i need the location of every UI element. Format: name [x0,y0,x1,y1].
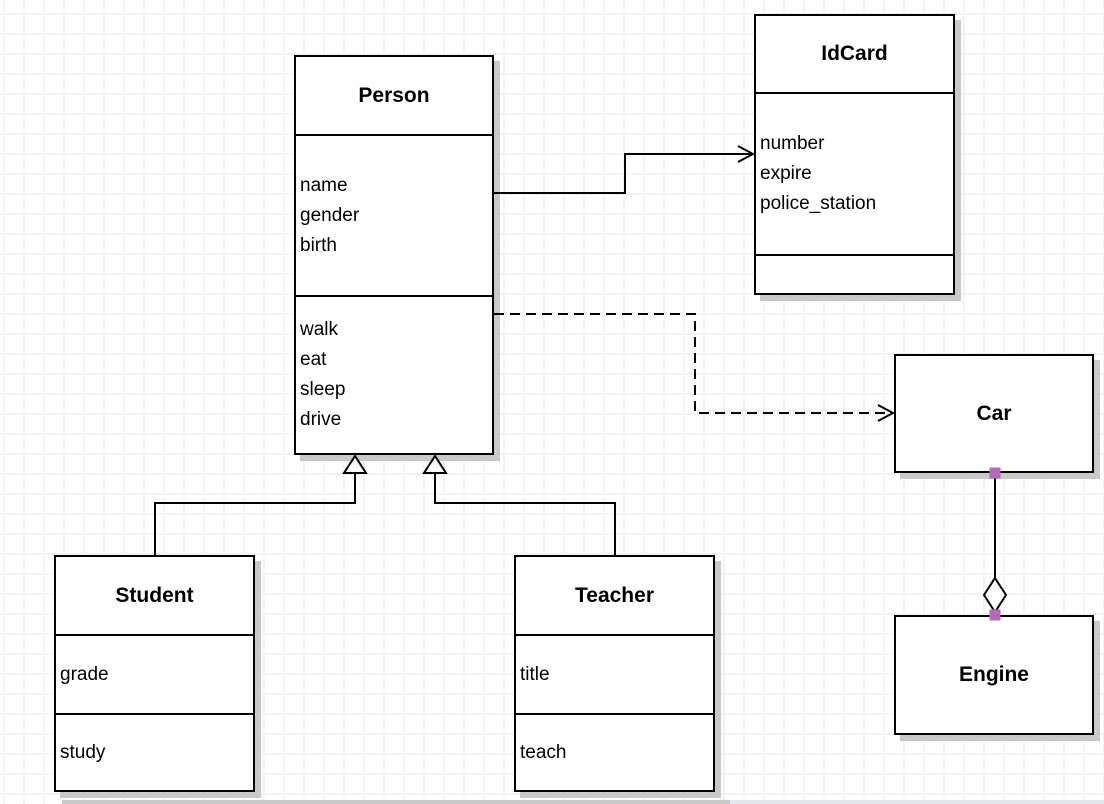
method: walk [300,319,339,340]
class-teacher-attributes: title [516,634,713,713]
open-arrow-icon [737,145,756,163]
class-engine-title: Engine [958,663,1029,686]
connector-aggregation-car-engine[interactable] [982,467,1008,621]
class-teacher-methods: teach [516,713,713,790]
class-person[interactable]: Person name gender birth walk eat sleep … [294,55,494,455]
class-teacher-title: Teacher [575,583,654,607]
class-student-attributes: grade [56,634,253,713]
class-idcard[interactable]: IdCard number expire police_station [754,14,955,295]
class-student-methods: study [56,713,253,790]
class-student-title: Student [115,583,194,607]
attribute: title [520,663,550,685]
connector-generalization-student-person[interactable] [154,454,368,555]
attribute: police_station [760,193,877,214]
method: eat [300,349,327,370]
method: teach [520,741,567,763]
attribute: expire [760,163,812,184]
connector-dependency-person-car[interactable] [494,313,896,422]
open-arrow-icon [877,404,896,422]
class-teacher[interactable]: Teacher title teach [514,555,715,792]
class-idcard-attributes: number expire police_station [756,92,953,254]
class-car-title: Car [976,401,1012,425]
class-person-methods: walk eat sleep drive [296,295,492,453]
class-person-attributes: name gender birth [296,134,492,295]
class-idcard-methods [756,254,953,293]
attribute: birth [300,234,337,256]
connector-association-person-idcard[interactable] [494,145,756,194]
hollow-diamond-icon [982,576,1008,614]
endpoint-handle[interactable] [989,467,1001,479]
hollow-triangle-icon [422,454,448,474]
class-person-title: Person [358,83,430,107]
bottom-shadow-strip [62,800,730,804]
endpoint-handle[interactable] [989,609,1001,621]
attribute: gender [300,204,360,226]
attribute: number [760,133,825,154]
class-engine[interactable]: Engine [894,615,1094,735]
method: sleep [300,379,346,400]
attribute: name [300,174,348,196]
attribute: grade [60,663,109,685]
class-idcard-title: IdCard [821,42,888,65]
bottom-edge-strip [730,800,1104,804]
connector-generalization-teacher-person[interactable] [422,454,616,555]
hollow-triangle-icon [342,454,368,474]
method: drive [300,409,342,430]
class-student[interactable]: Student grade study [54,555,255,792]
class-car[interactable]: Car [894,354,1094,473]
method: study [60,741,106,763]
